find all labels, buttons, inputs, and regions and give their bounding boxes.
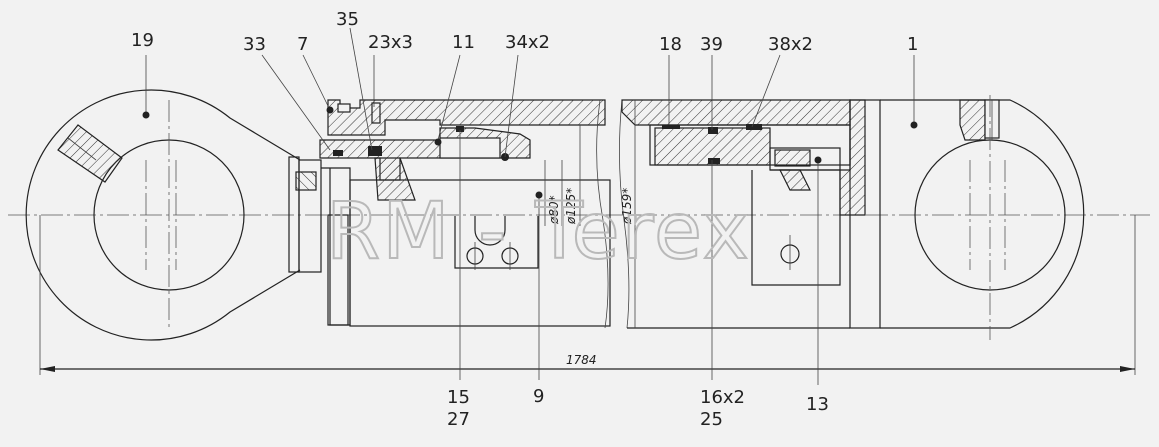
- callout-38x2: 38x2: [768, 34, 813, 55]
- callout-35: 35: [336, 9, 359, 30]
- cylinder-eye-right: [880, 95, 1085, 340]
- diameter-dimensions: ø80* ø125* ø159*: [544, 100, 636, 328]
- break-line-left: [596, 99, 609, 329]
- callout-23x3: 23x3: [368, 32, 413, 53]
- rod-eye-left: [25, 89, 301, 341]
- callout-25: 25: [700, 409, 723, 430]
- callout-34x2: 34x2: [505, 32, 550, 53]
- dim-d159: ø159*: [620, 188, 634, 225]
- callout-19: 19: [131, 30, 154, 51]
- callout-9: 9: [533, 386, 544, 407]
- callout-33: 33: [243, 34, 266, 55]
- callout-1: 1: [907, 34, 918, 55]
- callout-15: 15: [447, 387, 470, 408]
- callout-7: 7: [297, 34, 308, 55]
- overall-dimension: 1784: [39, 215, 1136, 375]
- callout-18: 18: [659, 34, 682, 55]
- callout-13: 13: [806, 394, 829, 415]
- dim-d125: ø125*: [564, 188, 578, 225]
- callout-27: 27: [447, 409, 470, 430]
- dim-1784: 1784: [566, 353, 597, 367]
- watermark-text: RM - Terex: [326, 187, 751, 277]
- callout-11: 11: [452, 32, 475, 53]
- callout-39: 39: [700, 34, 723, 55]
- callout-16x2: 16x2: [700, 387, 745, 408]
- rod-head-assembly: [288, 99, 611, 327]
- break-line-right: [619, 99, 630, 329]
- dim-d80: ø80*: [547, 195, 561, 225]
- cylinder-body: [621, 99, 881, 329]
- leader-lines: [142, 27, 918, 385]
